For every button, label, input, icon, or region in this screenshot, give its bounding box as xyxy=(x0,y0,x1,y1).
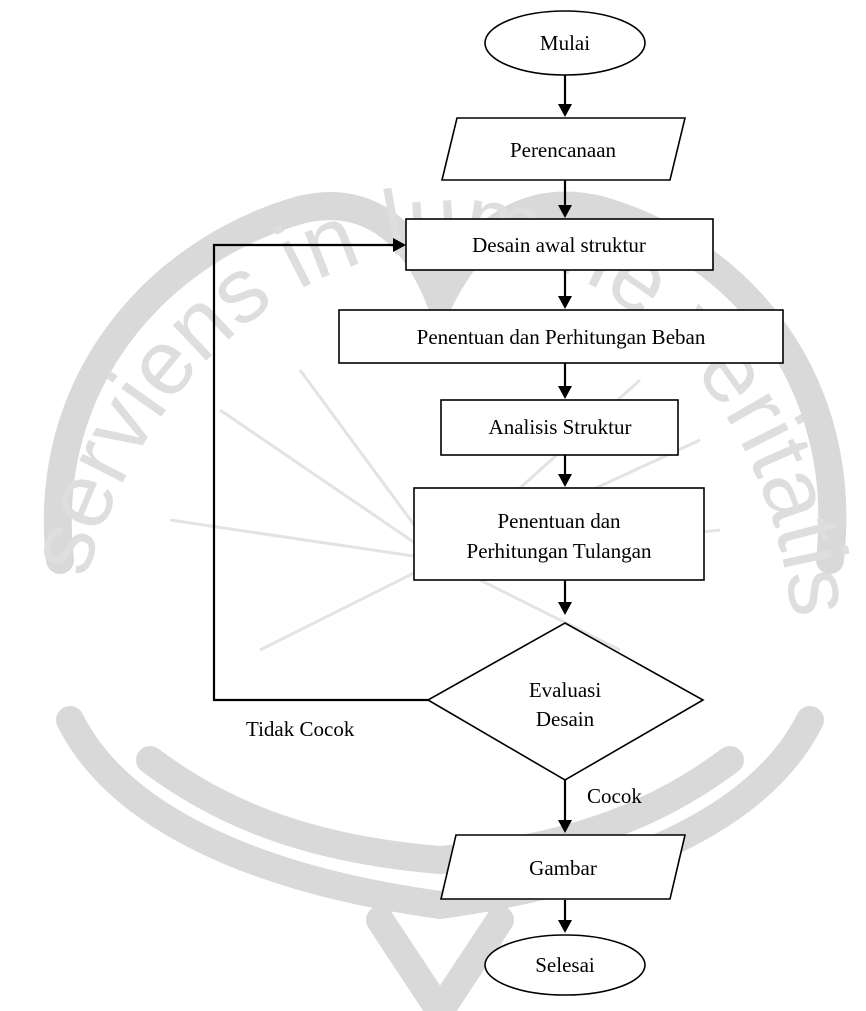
node-start: Mulai xyxy=(484,10,646,76)
node-evaluation: Evaluasi Desain xyxy=(426,622,705,781)
svg-text:Perhitungan Tulangan: Perhitungan Tulangan xyxy=(467,539,652,563)
svg-text:Penentuan dan Perhitungan Beba: Penentuan dan Perhitungan Beban xyxy=(417,325,706,349)
node-end: Selesai xyxy=(484,934,646,996)
watermark-emblem: serviens in lumine veritatis xyxy=(8,166,866,1011)
node-load-calculation: Penentuan dan Perhitungan Beban xyxy=(338,309,784,364)
svg-text:Mulai: Mulai xyxy=(540,31,590,55)
node-drawing: Gambar xyxy=(439,834,687,900)
loop-back-connector xyxy=(212,243,428,702)
svg-text:Desain: Desain xyxy=(536,707,595,731)
svg-text:Gambar: Gambar xyxy=(529,856,597,880)
svg-text:Selesai: Selesai xyxy=(535,953,595,977)
svg-text:Analisis Struktur: Analisis Struktur xyxy=(489,415,632,439)
node-analysis: Analisis Struktur xyxy=(440,399,679,456)
connectors xyxy=(212,75,572,933)
evaluation-decision xyxy=(426,622,705,781)
svg-text:Evaluasi: Evaluasi xyxy=(529,678,601,702)
edge-label-yes: Cocok xyxy=(587,784,642,808)
drawing-io-shape xyxy=(439,834,687,900)
start-terminator xyxy=(484,10,646,76)
analysis-process xyxy=(440,399,679,456)
svg-text:Desain awal struktur: Desain awal struktur xyxy=(472,233,646,257)
node-reinforcement: Penentuan dan Perhitungan Tulangan xyxy=(413,487,705,581)
end-terminator xyxy=(484,934,646,996)
node-planning: Perencanaan xyxy=(440,117,687,181)
svg-text:Perencanaan: Perencanaan xyxy=(510,138,617,162)
reinforcement-process xyxy=(413,487,705,581)
load-calculation-process xyxy=(338,309,784,364)
planning-io-shape xyxy=(440,117,687,181)
edge-label-no: Tidak Cocok xyxy=(246,717,355,741)
initial-design-process xyxy=(405,218,714,271)
svg-text:Penentuan dan: Penentuan dan xyxy=(497,509,621,533)
node-initial-design: Desain awal struktur xyxy=(405,218,714,271)
